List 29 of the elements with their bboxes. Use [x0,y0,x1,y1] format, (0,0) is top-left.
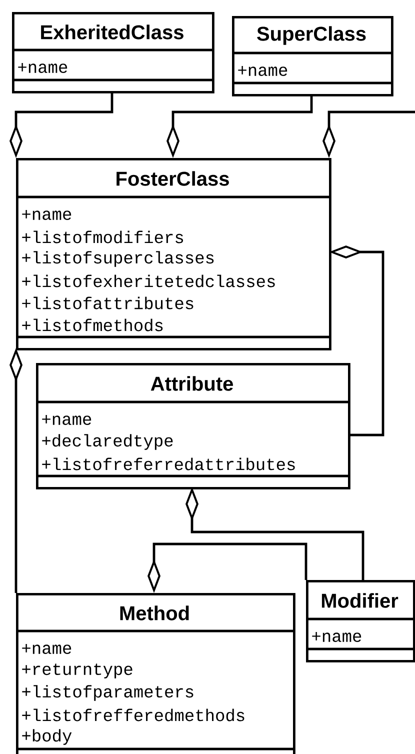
attribute-text: +name [18,63,68,73]
attribute-text: +listofreferredattributes [42,458,295,470]
class-name: Method [120,606,189,620]
class-box [306,580,415,662]
class-name: SuperClass [257,26,366,45]
class-name: FosterClass [116,171,229,186]
attribute-text: +body [22,729,72,745]
attribute-text: +listofattributes [22,296,194,310]
attribute-text: +listofexheritetedclasses [22,274,275,288]
attribute-text: +listofmethods [22,318,163,332]
class-box [36,363,350,490]
attribute-text: +name [22,210,72,220]
class-name: Modifier [322,593,398,608]
attribute-text: +returntype [22,664,132,678]
attribute-text: +listofmodifiers [22,230,183,244]
attribute-text: +name [312,632,362,642]
attribute-text: +listofparameters [22,685,194,701]
class-box [12,12,214,94]
attribute-text: +listofsuperclasses [22,251,214,267]
class-name: ExheritedClass [41,24,184,40]
attribute-text: +name [42,415,92,425]
attribute-text: +name [22,644,72,654]
class-name: Attribute [150,376,233,391]
class-box [232,16,394,96]
attribute-text: +name [238,66,288,76]
attribute-text: +listofrefferedmethods [22,708,244,722]
class-box [16,593,296,754]
attribute-text: +declaredtype [42,434,173,450]
class-box [16,158,332,350]
